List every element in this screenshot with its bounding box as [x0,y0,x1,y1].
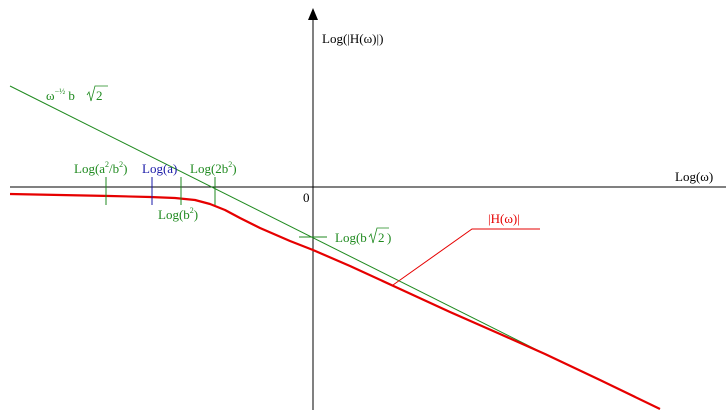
curve-label-group: |H(ω)| [392,211,540,286]
asymptote-label: ω−½ b 2 [46,85,108,103]
asymptote-label-mid: b [65,88,75,103]
axes [10,8,726,410]
asymptote-label-root: 2 [96,88,103,103]
marker-log-b2: Log(b2) [158,206,198,222]
marker-log-2b2: Log(2b2) [190,160,237,176]
marker-log-a: Log(a) [142,161,177,176]
asymptote-label-base: ω [46,88,55,103]
y-axis-label: Log(|H(ω)|) [322,31,383,46]
y-axis-arrowhead [308,8,318,20]
magnitude-curve [9,192,661,410]
marker-log-broot2-sqrt-sign [368,227,389,244]
asymptote-sqrt-sign [86,85,108,102]
svg-text:ω−½ b: ω−½ b [46,87,75,103]
curve-label: |H(ω)| [488,211,520,226]
svg-text:2: 2 [378,230,385,245]
asymptote-label-exp: −½ [55,87,66,96]
origin-label: 0 [303,190,310,205]
svg-text:Log(b: Log(b [335,230,367,245]
curve-label-leader [392,228,540,286]
marker-log-a2b2: Log(a2/b2) [74,160,128,176]
asymptote-line [9,85,546,355]
svg-text:): ) [387,230,391,245]
marker-log-broot2: Log(b 2 ) [335,227,391,245]
x-axis-label: Log(ω) [675,169,713,184]
